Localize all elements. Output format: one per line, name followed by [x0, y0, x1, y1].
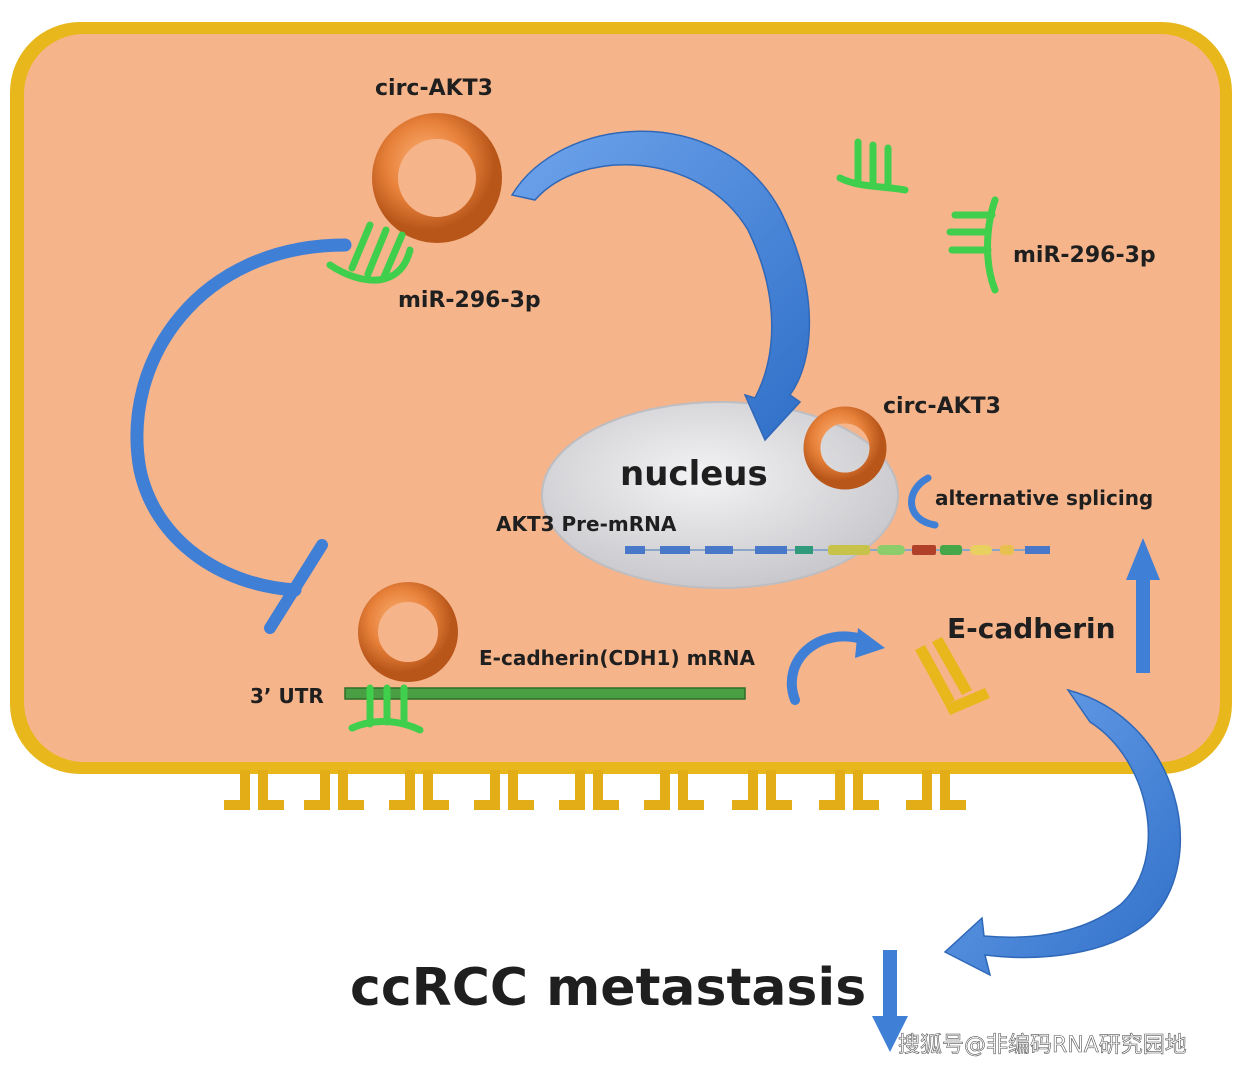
e-cadherin-receptor: [819, 770, 879, 810]
mir-296-3p-utr: [348, 684, 424, 734]
label-mir-left: miR-296-3p: [398, 288, 541, 313]
translation-arrow: [786, 631, 870, 705]
membrane-receptors: [224, 770, 966, 810]
cytoplasm: [24, 34, 1220, 762]
label-alternative-splicing: alternative splicing: [935, 486, 1153, 510]
label-3-utr: 3’ UTR: [250, 684, 324, 708]
akt3-pre-mrna-strand: [625, 545, 1050, 555]
nucleus: [541, 401, 899, 589]
e-cadherin-receptor: [224, 770, 284, 810]
e-cadherin-receptor: [389, 770, 449, 810]
label-circ-akt3-nucleus: circ-AKT3: [883, 394, 1001, 419]
circ-akt3-ring-mrna: [358, 582, 458, 682]
watermark: 搜狐号@非编码RNA研究园地: [898, 1033, 1187, 1058]
label-akt3-pre-mrna: AKT3 Pre-mRNA: [496, 512, 677, 536]
label-nucleus: nucleus: [620, 454, 768, 494]
label-outcome: ccRCC metastasis: [350, 958, 866, 1018]
e-cadherin-receptor: [559, 770, 619, 810]
label-mir-right: miR-296-3p: [1013, 243, 1156, 268]
mir-296-3p-left: [326, 221, 414, 284]
cell: [10, 22, 1232, 774]
circ-akt3-ring-top: [372, 113, 502, 243]
metastasis-arrow: [943, 688, 1181, 977]
e-cadherin-receptor: [732, 770, 792, 810]
inhibition-bar: [264, 539, 328, 634]
e-cadherin-receptor: [474, 770, 534, 810]
label-e-cadherin: E-cadherin: [947, 612, 1116, 645]
e-cadherin-protein: [915, 637, 990, 715]
e-cadherin-mrna-strand: [344, 687, 746, 700]
mir-296-3p-right: [946, 196, 999, 294]
e-cadherin-receptor: [644, 770, 704, 810]
circ-akt3-ring-nucleus: [803, 406, 887, 490]
e-cadherin-receptor: [906, 770, 966, 810]
up-arrow: [1126, 538, 1160, 673]
inhibition-arc: [130, 238, 352, 597]
mir-296-3p-top-right: [836, 138, 909, 194]
translation-arrowhead: [855, 628, 885, 658]
splicing-arc: [908, 474, 939, 529]
nuclear-import-arrow: [510, 130, 811, 442]
label-circ-akt3-top: circ-AKT3: [375, 76, 493, 101]
e-cadherin-receptor: [304, 770, 364, 810]
down-arrow: [872, 950, 908, 1052]
label-e-cadherin-mrna: E-cadherin(CDH1) mRNA: [479, 646, 756, 670]
